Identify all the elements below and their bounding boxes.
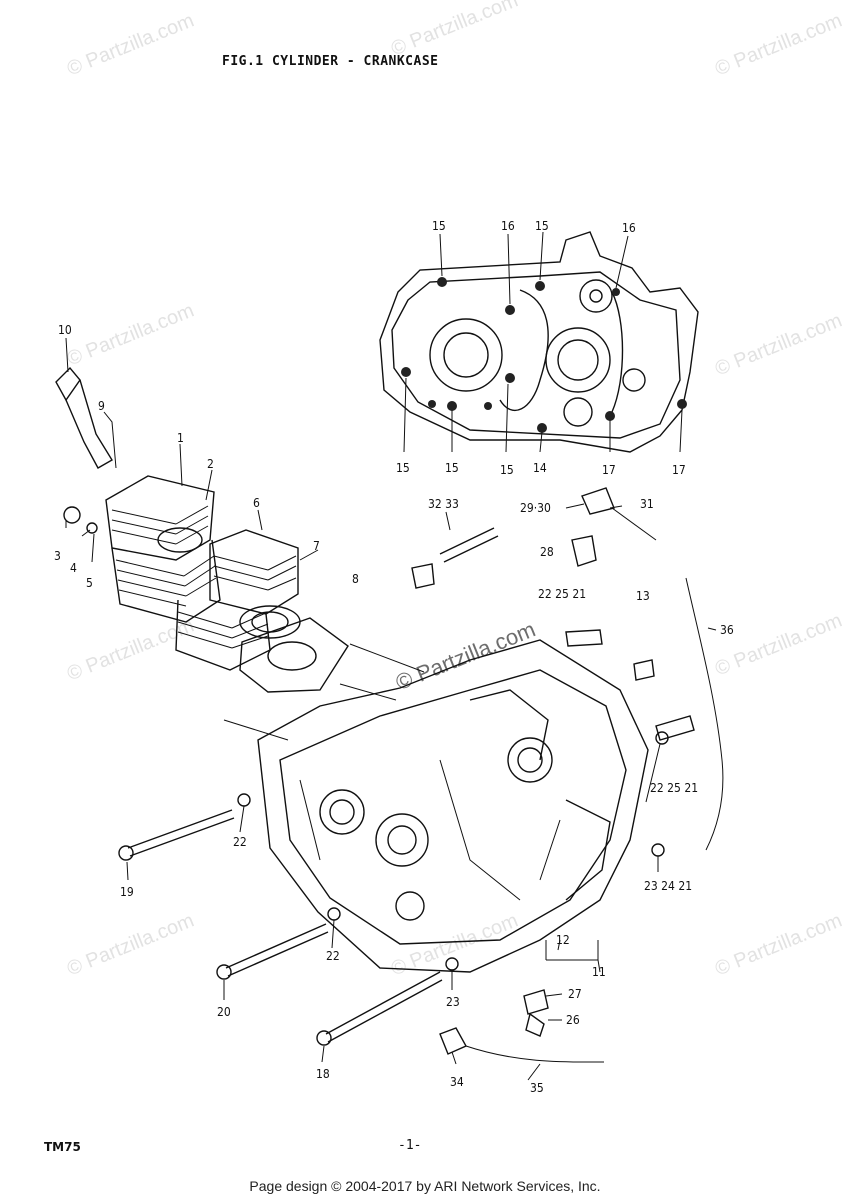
callout-7: 7 xyxy=(313,539,320,553)
callout-8: 8 xyxy=(352,572,359,586)
callout-9: 9 xyxy=(98,399,105,413)
page-number: -1- xyxy=(398,1138,422,1153)
crankcase-half-drawing xyxy=(379,231,699,453)
callout-35: 35 xyxy=(530,1081,544,1095)
callout-27: 27 xyxy=(568,987,582,1001)
callout-15: 15 xyxy=(445,461,459,475)
callout-1: 1 xyxy=(177,431,184,445)
callout-16: 16 xyxy=(622,221,636,235)
callout-4: 4 xyxy=(70,561,77,575)
callout-2: 2 xyxy=(207,457,214,471)
leader-lines xyxy=(65,231,717,1081)
model-code: TM75 xyxy=(44,1140,81,1154)
callout-22: 22 xyxy=(233,835,247,849)
callout-15: 15 xyxy=(500,463,514,477)
callout-36: 36 xyxy=(720,623,734,637)
callout-13: 13 xyxy=(636,589,650,603)
crankcase-assembly-drawing xyxy=(118,487,724,1063)
callout-23: 23 xyxy=(446,995,460,1009)
callout-22: 22 xyxy=(326,949,340,963)
callout-15: 15 xyxy=(535,219,549,233)
callout-labels: 15 16 15 16 15 15 15 14 17 17 10 9 1 2 6… xyxy=(54,219,734,1095)
callout-15: 15 xyxy=(432,219,446,233)
callout-19: 19 xyxy=(120,885,134,899)
cylinder-drawing xyxy=(55,366,425,741)
callout-3: 3 xyxy=(54,549,61,563)
callout-26: 26 xyxy=(566,1013,580,1027)
callout-17: 17 xyxy=(602,463,616,477)
callout-18: 18 xyxy=(316,1067,330,1081)
callout-32-33: 32 33 xyxy=(428,497,459,511)
callout-16: 16 xyxy=(501,219,515,233)
callout-22-25-21: 22 25 21 xyxy=(538,587,586,601)
callout-12: 12 xyxy=(556,933,570,947)
copyright-footer: Page design © 2004-2017 by ARI Network S… xyxy=(249,1178,601,1194)
callout-29-30: 29·30 xyxy=(520,501,551,515)
callout-34: 34 xyxy=(450,1075,464,1089)
callout-28: 28 xyxy=(540,545,554,559)
callout-6: 6 xyxy=(253,496,260,510)
callout-22-25-21: 22 25 21 xyxy=(650,781,698,795)
callout-17: 17 xyxy=(672,463,686,477)
callout-14: 14 xyxy=(533,461,547,475)
callout-31: 31 xyxy=(640,497,654,511)
callout-10: 10 xyxy=(58,323,72,337)
figure-title: FIG.1 CYLINDER - CRANKCASE xyxy=(222,54,439,69)
callout-11: 11 xyxy=(592,965,606,979)
callout-23-24-21: 23 24 21 xyxy=(644,879,692,893)
callout-15: 15 xyxy=(396,461,410,475)
callout-20: 20 xyxy=(217,1005,231,1019)
callout-5: 5 xyxy=(86,576,93,590)
